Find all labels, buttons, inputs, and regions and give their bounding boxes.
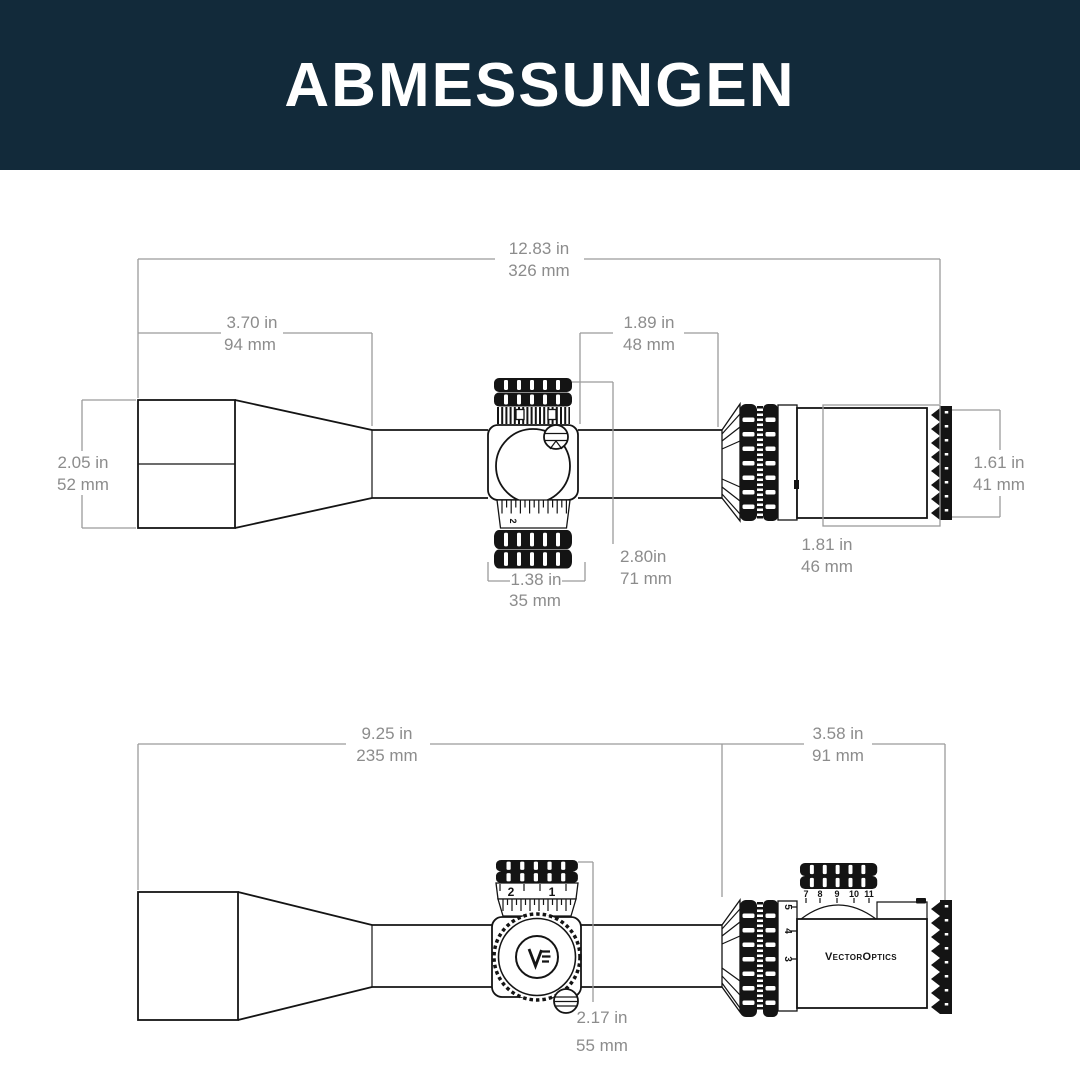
brand-logotype: VectorOptics xyxy=(825,951,897,963)
dim-objective-diameter-inches: 2.05 in xyxy=(57,453,108,472)
parallax-number-8: 8 xyxy=(817,889,822,899)
dim-objective-section-mm: 94 mm xyxy=(224,335,276,354)
mag-number-4: 4 xyxy=(782,928,793,934)
dim-front-section: 9.25 in 235 mm xyxy=(137,724,722,890)
dim-eyepiece-diameter: 1.61 in 41 mm xyxy=(952,409,1025,518)
windage-dial xyxy=(492,912,582,1002)
parallax-number-9: 9 xyxy=(834,889,839,899)
dim-eyepiece-diameter-mm: 41 mm xyxy=(973,475,1025,494)
parallax-number-10: 10 xyxy=(849,889,859,899)
page-title: ABMESSUNGEN xyxy=(284,50,796,120)
mag-number-3: 3 xyxy=(782,956,793,962)
diopter-ring xyxy=(929,404,954,522)
eyepiece-assembly xyxy=(721,401,954,523)
flare-radial-lines-top xyxy=(721,908,741,1009)
eyepiece-step xyxy=(876,901,928,919)
dim-turret-height-mm: 71 mm xyxy=(620,569,672,588)
main-tube-top xyxy=(372,924,722,988)
dim-overall-length: 12.83 in 326 mm xyxy=(137,239,941,404)
dim-turret-width-inches: 1.38 in xyxy=(510,570,561,589)
dim-eyepiece-length-inches: 1.81 in xyxy=(801,535,852,554)
dim-turret-to-eyepiece: 1.89 in 48 mm xyxy=(579,313,719,427)
magnification-ring-band xyxy=(777,404,798,521)
dim-front-section-mm: 235 mm xyxy=(356,746,417,765)
windage-number-1: 1 xyxy=(549,885,556,899)
top-view-dimensions: 9.25 in 235 mm 3.58 in 91 mm 2.17 in 55 … xyxy=(137,724,946,1055)
windage-turret-top: 2 1 xyxy=(495,860,579,917)
dim-turret-height-inches: 2.80in xyxy=(620,547,666,566)
dim-objective-diameter: 2.05 in 52 mm xyxy=(57,399,136,529)
saddle-screw-top xyxy=(553,988,579,1014)
side-view-dimensions: 12.83 in 326 mm 3.70 in 94 mm 1.89 in 48… xyxy=(57,239,1025,610)
mag-number-5: 5 xyxy=(782,904,793,910)
dim-turret-height: 2.80in 71 mm xyxy=(572,381,672,588)
saddle-screw xyxy=(543,424,569,450)
dim-eyepiece-assembly-inches: 3.58 in xyxy=(812,724,863,743)
objective-bell xyxy=(137,399,373,529)
dim-eyepiece-diameter-inches: 1.61 in xyxy=(973,453,1024,472)
diopter-ring-top xyxy=(929,898,954,1016)
dim-saddle-length-inches: 2.17 in xyxy=(576,1008,627,1027)
dim-objective-diameter-mm: 52 mm xyxy=(57,475,109,494)
objective-bell-top xyxy=(137,891,373,1021)
flare-radial-lines xyxy=(721,413,741,515)
dim-saddle-length: 2.17 in 55 mm xyxy=(576,861,628,1055)
dim-front-section-inches: 9.25 in xyxy=(361,724,412,743)
parallax-number-11: 11 xyxy=(864,889,874,899)
top-view-drawing: 2 1 xyxy=(137,860,954,1021)
dim-saddle-length-mm: 55 mm xyxy=(576,1036,628,1055)
eyepiece-body-top xyxy=(796,918,928,1009)
windage-scale-number: 2 xyxy=(508,518,518,523)
dim-eyepiece-length-mm: 46 mm xyxy=(801,557,853,576)
turret-saddle-top xyxy=(491,912,582,1014)
main-tube xyxy=(372,429,722,499)
parallax-turret: 7 8 9 10 11 xyxy=(800,863,878,920)
parallax-number-7: 7 xyxy=(803,889,808,899)
elevation-turret xyxy=(494,378,572,424)
dim-turret-width: 1.38 in 35 mm xyxy=(487,562,586,610)
dim-turret-width-mm: 35 mm xyxy=(509,591,561,610)
dim-turret-to-eyepiece-mm: 48 mm xyxy=(623,335,675,354)
windage-number-2: 2 xyxy=(508,885,515,899)
windage-turret: 2 xyxy=(494,499,572,569)
dim-eyepiece-assembly-mm: 91 mm xyxy=(812,746,864,765)
dim-objective-section-inches: 3.70 in xyxy=(226,313,277,332)
eyepiece-body xyxy=(796,407,928,519)
vector-optics-logo-icon xyxy=(527,948,551,970)
eyepiece-assembly-top: 5 4 3 7 8 9 10 11 VectorOptics xyxy=(721,863,954,1017)
dim-eyepiece-length: 1.81 in 46 mm xyxy=(801,404,941,576)
dim-overall-length-mm: 326 mm xyxy=(508,261,569,280)
dim-eyepiece-assembly: 3.58 in 91 mm xyxy=(721,724,946,900)
turret-saddle xyxy=(487,424,579,504)
header-banner: ABMESSUNGEN xyxy=(0,0,1080,170)
dim-objective-section: 3.70 in 94 mm xyxy=(138,313,373,426)
dim-overall-length-inches: 12.83 in xyxy=(509,239,570,258)
side-view-drawing: 2 xyxy=(137,378,954,569)
parallax-wheel-arc xyxy=(800,904,877,920)
dim-turret-to-eyepiece-inches: 1.89 in xyxy=(623,313,674,332)
